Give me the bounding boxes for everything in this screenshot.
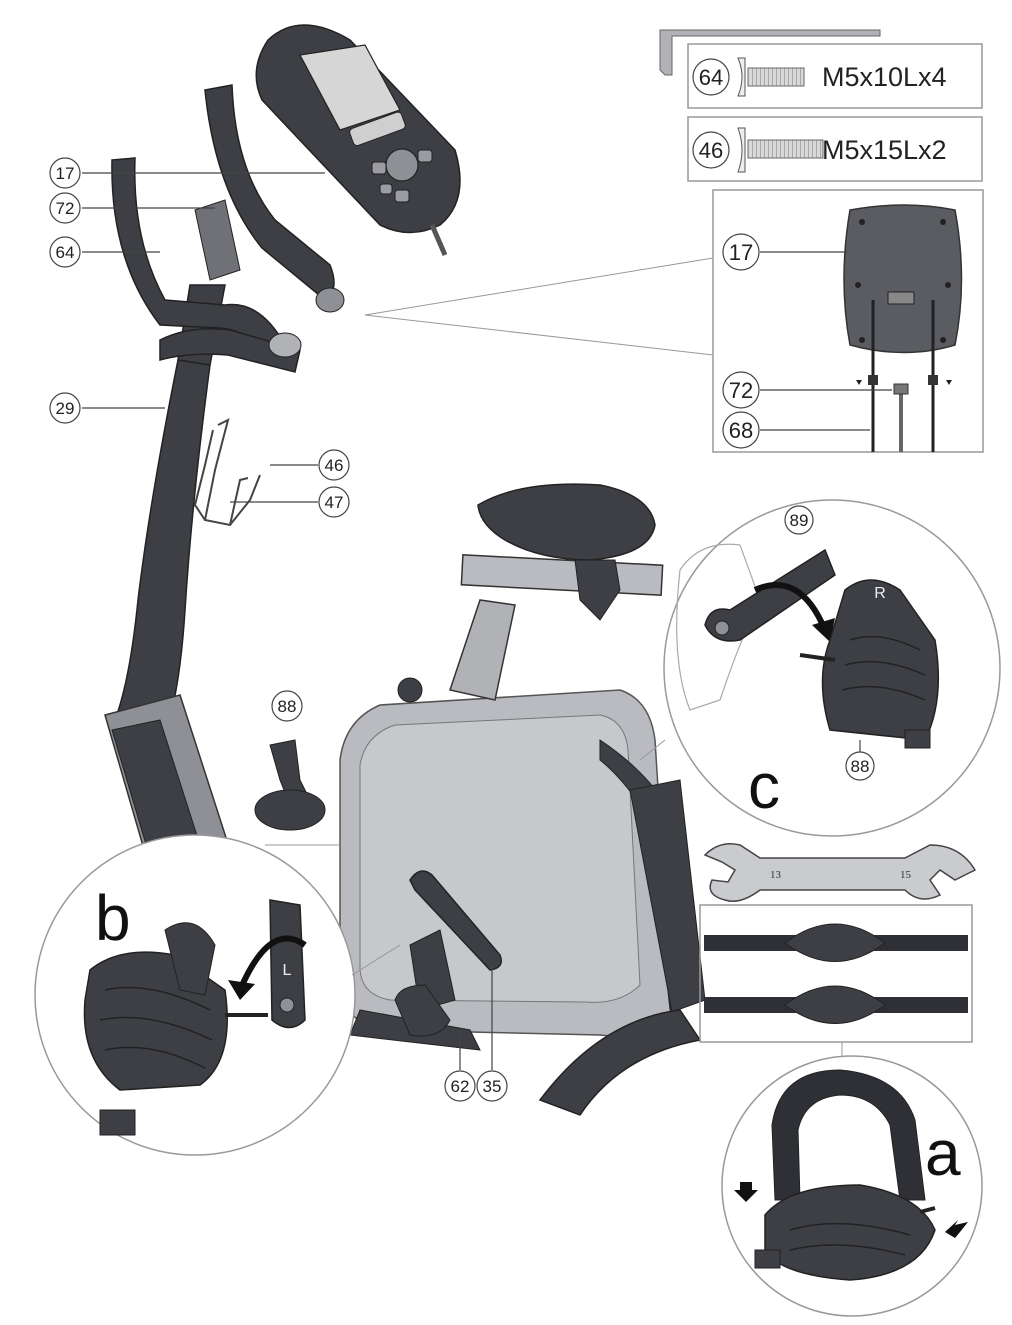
crank-mark-l: L — [283, 962, 292, 979]
hardware-box-bolt-46: 46 M5x15Lx2 — [687, 116, 983, 182]
pedal-mark-r: R — [874, 585, 886, 602]
console-unit — [255, 24, 461, 256]
bottle-holder — [193, 418, 261, 527]
bolt-46-label: 46 — [699, 138, 723, 163]
pedal-straps-box — [699, 904, 973, 1043]
detail-callout-72: 72 — [729, 378, 753, 403]
console-detail-box: 17 72 68 — [712, 189, 984, 453]
allen-key-tool — [659, 29, 881, 76]
wrench-tool: 13 15 — [703, 843, 977, 902]
bolt-64-label: 64 — [699, 65, 723, 90]
callout-17: 17 — [56, 164, 75, 183]
detail-letter-b: b — [95, 882, 131, 954]
main-callouts: 17 72 64 29 46 47 88 62 35 — [49, 157, 508, 1102]
bolt-46-spec: M5x15Lx2 — [822, 135, 947, 165]
wrench-size-13: 13 — [770, 869, 782, 881]
callout-72: 72 — [56, 199, 75, 218]
detail-letter-a: a — [925, 1117, 961, 1189]
upright-post — [104, 284, 231, 871]
callout-29: 29 — [56, 399, 75, 418]
detail-c-callout-89: 89 — [790, 511, 809, 530]
detail-letter-c: c — [748, 750, 780, 822]
hardware-box-bolt-64: 64 M5x10Lx4 — [687, 43, 983, 109]
detail-callout-68: 68 — [729, 418, 753, 443]
bolt-64-spec: M5x10Lx4 — [822, 62, 947, 92]
zoom-lines — [364, 257, 714, 356]
loose-pedal-88 — [254, 739, 340, 846]
handlebar — [111, 84, 345, 373]
detail-circle-b: L b — [34, 834, 356, 1156]
detail-callout-17: 17 — [729, 240, 753, 265]
detail-circle-c: R 89 88 c — [663, 499, 1001, 837]
callout-35: 35 — [483, 1077, 502, 1096]
callout-46: 46 — [325, 456, 344, 475]
callout-88: 88 — [278, 697, 297, 716]
detail-c-callout-88: 88 — [851, 757, 870, 776]
crank-arm — [394, 870, 502, 1037]
bike-frame — [339, 689, 706, 1116]
callout-62: 62 — [451, 1077, 470, 1096]
wrench-size-15: 15 — [900, 869, 912, 881]
callout-64: 64 — [56, 243, 75, 262]
detail-circle-a: a — [721, 1055, 983, 1317]
seat-assembly — [397, 483, 664, 703]
callout-47: 47 — [325, 493, 344, 512]
